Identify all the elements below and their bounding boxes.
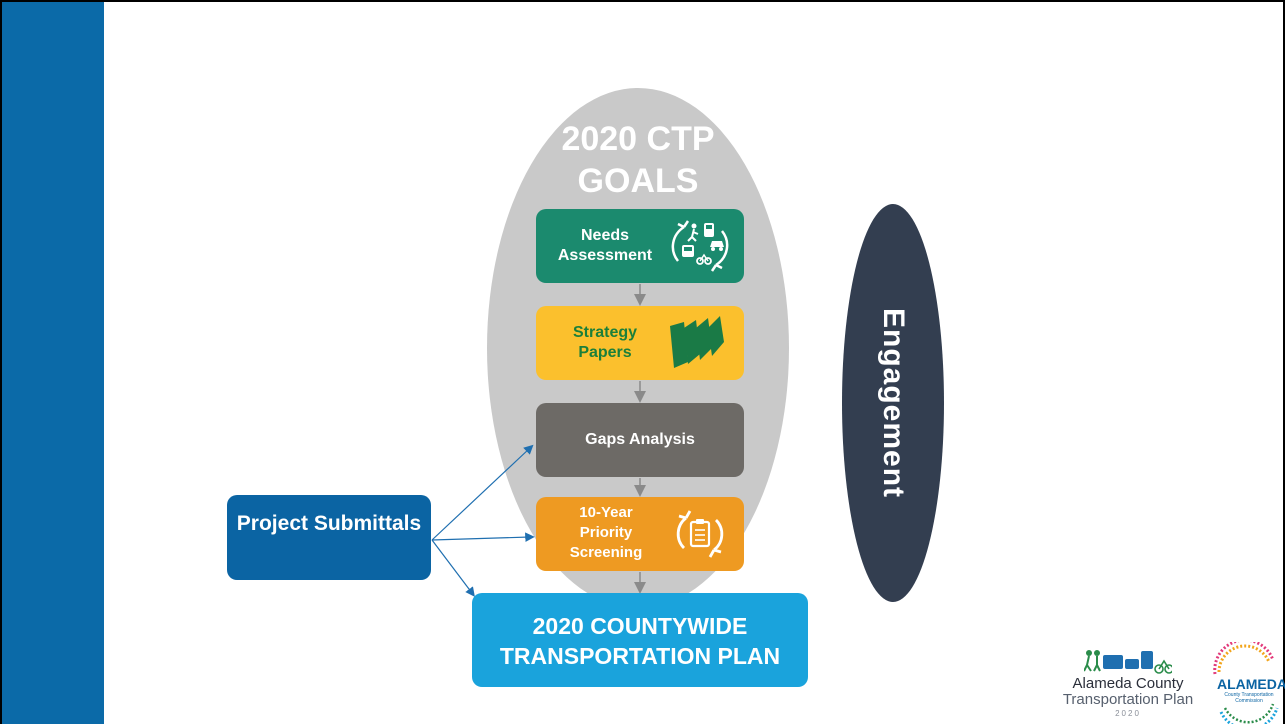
transport-modes-logo-icon [1084, 650, 1172, 674]
alameda-logo-subtext: County Transportation Commission [1224, 692, 1274, 704]
actp-logo-line2: Transportation Plan [1062, 691, 1194, 708]
frame-border-top [0, 0, 1285, 2]
clipboard-refresh-icon [676, 510, 724, 558]
stacked-papers-icon [670, 316, 724, 368]
gaps-analysis-label: Gaps Analysis [585, 431, 695, 448]
goals-title: 2020 CTP GOALS [561, 120, 715, 200]
project-submittals-label: Project Submittals [236, 512, 422, 535]
actp-logo-line1: Alameda County [1072, 675, 1184, 692]
frame-border-right [1283, 0, 1285, 724]
engagement-ellipse: Engagement [842, 204, 944, 602]
sunburst-logo-icon [1213, 642, 1279, 724]
actp-logo-year: 2020 [1115, 709, 1141, 718]
project-submittals-box: Project Submittals [227, 495, 431, 580]
step-gaps-analysis: Gaps Analysis [536, 403, 744, 477]
countywide-plan-box: 2020 COUNTYWIDE TRANSPORTATION PLAN [472, 593, 808, 687]
alameda-ctc-logo: ALAMEDA County Transportation Commission [1207, 642, 1285, 724]
step-strategy-papers: Strategy Papers [536, 306, 744, 380]
arrow-submittals-to-priority [431, 532, 535, 542]
priority-screening-label: 10-Year Priority Screening [569, 504, 643, 561]
alameda-logo-text: ALAMEDA [1217, 676, 1285, 692]
arrow-submittals-to-final [431, 539, 475, 597]
actp-logo: Alameda County Transportation Plan 2020 [1062, 643, 1194, 724]
transport-modes-cycle-icon [671, 220, 729, 272]
engagement-label: Engagement [877, 307, 910, 499]
step-needs-assessment: Needs Assessment [536, 209, 744, 283]
strategy-papers-label: Strategy Papers [572, 324, 638, 361]
sidebar-band [2, 2, 104, 724]
countywide-plan-label: 2020 COUNTYWIDE TRANSPORTATION PLAN [499, 613, 781, 669]
step-priority-screening: 10-Year Priority Screening [536, 497, 744, 571]
frame-border-left [0, 0, 2, 724]
needs-assessment-label: Needs Assessment [557, 227, 653, 264]
